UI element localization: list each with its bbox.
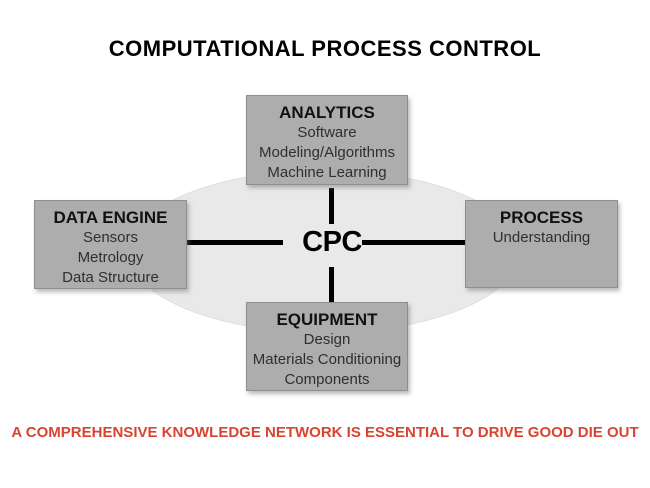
box-equipment-item: Design <box>303 331 351 348</box>
cpc-label: CPC <box>302 226 362 258</box>
box-analytics-item: Modeling/Algorithms <box>259 144 395 161</box>
box-process-title: PROCESS <box>499 208 584 227</box>
box-data-engine-item: Metrology <box>77 249 144 266</box>
box-process: PROCESS Understanding <box>465 200 618 288</box>
box-analytics-item: Software <box>297 124 357 141</box>
box-process-item: Understanding <box>492 229 591 246</box>
box-analytics-item: Machine Learning <box>267 164 387 181</box>
box-analytics: ANALYTICS Software Modeling/Algorithms M… <box>246 95 408 185</box>
box-data-engine: DATA ENGINE Sensors Metrology Data Struc… <box>34 200 187 289</box>
connector-analytics <box>329 188 334 224</box>
box-equipment: EQUIPMENT Design Materials Conditioning … <box>246 302 408 391</box>
page-title: COMPUTATIONAL PROCESS CONTROL <box>108 36 542 61</box>
box-analytics-title: ANALYTICS <box>279 103 375 122</box>
box-data-engine-item: Data Structure <box>62 269 159 286</box>
connector-process <box>362 240 465 245</box>
box-equipment-item: Materials Conditioning <box>252 351 402 368</box>
connector-equipment <box>329 267 334 302</box>
footer-message: A COMPREHENSIVE KNOWLEDGE NETWORK IS ESS… <box>11 424 639 441</box>
box-data-engine-title: DATA ENGINE <box>53 208 168 227</box>
box-equipment-item: Components <box>284 371 370 388</box>
connector-data-engine <box>187 240 283 245</box>
box-data-engine-item: Sensors <box>82 229 139 246</box>
box-equipment-title: EQUIPMENT <box>276 310 378 329</box>
